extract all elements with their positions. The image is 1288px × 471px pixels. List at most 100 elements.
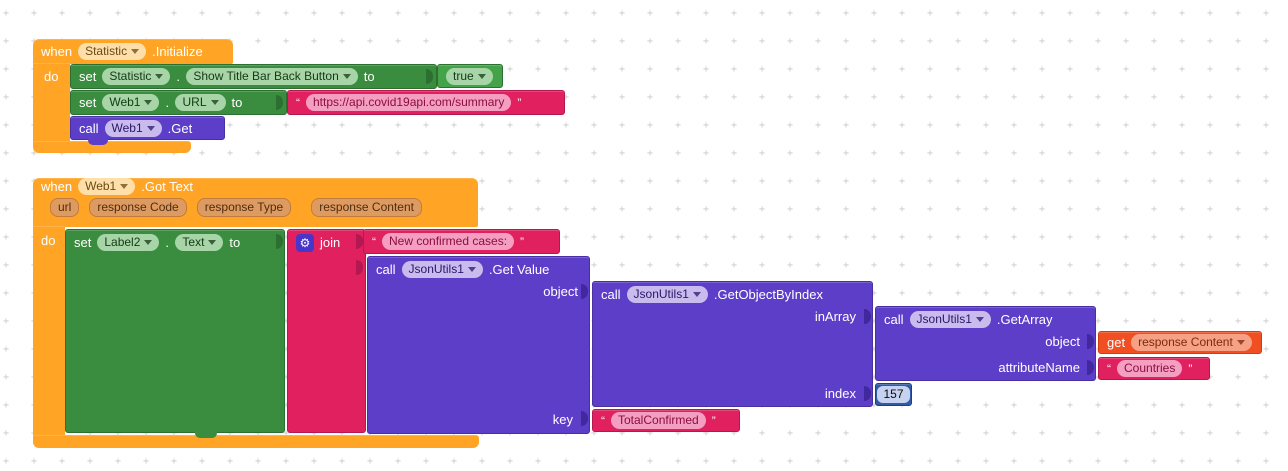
- dropdown-value: Label2: [104, 235, 141, 249]
- event-block-do-spine[interactable]: do: [33, 63, 70, 142]
- stack-connector-tab: [195, 431, 217, 438]
- set-keyword: set: [79, 69, 97, 84]
- text-string-new-confirmed-block[interactable]: “ New confirmed cases: ”: [363, 229, 560, 254]
- logic-true-block[interactable]: true: [437, 64, 503, 88]
- get-variable-block[interactable]: get response Content: [1098, 331, 1262, 354]
- close-quote: ”: [517, 95, 522, 110]
- dropdown-value: Web1: [85, 179, 117, 193]
- component-dropdown-web1[interactable]: Web1: [78, 178, 136, 195]
- socket-notch: [276, 234, 283, 249]
- dropdown-arrow-icon: [210, 100, 219, 105]
- event-name-label: .Initialize: [152, 44, 203, 59]
- event-param-url[interactable]: url: [50, 198, 80, 217]
- logic-value-dropdown[interactable]: true: [446, 67, 493, 85]
- text-string-url-block[interactable]: “ https://api.covid19api.com/summary ”: [287, 90, 565, 115]
- string-value[interactable]: Countries: [1117, 360, 1183, 377]
- arg-label-key: key: [552, 412, 573, 427]
- string-text: New confirmed cases:: [389, 234, 508, 248]
- socket-notch: [426, 69, 433, 84]
- component-dropdown-jsonutils1[interactable]: JsonUtils1: [401, 261, 483, 278]
- event-param-response-content[interactable]: response Content: [311, 198, 422, 217]
- event-block-footer[interactable]: [33, 435, 479, 448]
- call-getarray-block[interactable]: call JsonUtils1 .GetArray: [875, 306, 1096, 381]
- number-text: 157: [883, 387, 904, 401]
- string-value[interactable]: https://api.covid19api.com/summary: [306, 94, 512, 111]
- param-label: response Type: [204, 200, 284, 214]
- set-label2-text-block[interactable]: set Label2 . Text to: [65, 229, 285, 433]
- component-dropdown-statistic[interactable]: Statistic: [78, 43, 147, 60]
- set-showtitlebar-block[interactable]: set Statistic . Show Title Bar Back Butt…: [70, 64, 437, 89]
- param-label: url: [58, 200, 72, 214]
- dropdown-arrow-icon: [146, 125, 155, 131]
- method-name-label: .GetArray: [996, 312, 1053, 327]
- number-block-157[interactable]: 157: [875, 383, 912, 406]
- text-string-totalconfirmed-block[interactable]: “ TotalConfirmed ”: [592, 409, 740, 432]
- string-value[interactable]: New confirmed cases:: [382, 233, 515, 250]
- dropdown-value: Web1: [109, 95, 141, 109]
- dropdown-arrow-icon: [692, 292, 701, 297]
- stack-connector-tab: [88, 139, 108, 145]
- property-dropdown-showtitlebar[interactable]: Show Title Bar Back Button: [186, 68, 358, 85]
- dropdown-value: JsonUtils1: [633, 287, 689, 301]
- open-quote: “: [296, 95, 300, 110]
- call-web1-get-block[interactable]: call Web1 .Get: [70, 116, 225, 140]
- set-keyword: set: [74, 235, 92, 250]
- component-dropdown-web1[interactable]: Web1: [102, 94, 160, 111]
- event-block-web1-gottext[interactable]: when Web1 .Got Text url response Code re…: [33, 178, 478, 227]
- set-keyword: set: [79, 95, 97, 110]
- join-block[interactable]: ⚙ join: [287, 229, 366, 433]
- dropdown-arrow-icon: [131, 49, 140, 54]
- dropdown-arrow-icon: [467, 267, 476, 272]
- dropdown-value: Statistic: [109, 69, 152, 83]
- component-dropdown-statistic[interactable]: Statistic: [102, 68, 171, 85]
- property-dropdown-url[interactable]: URL: [175, 94, 226, 111]
- socket-notch: [1087, 360, 1094, 375]
- set-web1-url-block[interactable]: set Web1 . URL to: [70, 90, 287, 115]
- dropdown-value: true: [453, 68, 474, 83]
- socket-notch: [864, 386, 871, 401]
- number-value[interactable]: 157: [877, 386, 910, 403]
- dropdown-arrow-icon: [120, 184, 129, 189]
- mutator-gear-icon[interactable]: ⚙: [296, 233, 314, 252]
- arg-label-attributename: attributeName: [998, 360, 1080, 375]
- dropdown-value: response Content: [1138, 335, 1233, 349]
- event-param-response-code[interactable]: response Code: [89, 198, 187, 217]
- component-dropdown-jsonutils1[interactable]: JsonUtils1: [909, 311, 991, 328]
- dropdown-value: Show Title Bar Back Button: [193, 69, 339, 83]
- event-block-do-spine[interactable]: do: [33, 226, 65, 436]
- socket-notch: [864, 309, 871, 324]
- close-quote: ”: [711, 413, 716, 428]
- dot-separator: .: [176, 69, 180, 84]
- when-keyword: when: [41, 44, 73, 59]
- join-keyword: join: [320, 235, 341, 250]
- dropdown-value: URL: [182, 95, 207, 109]
- variable-dropdown-response-content[interactable]: response Content: [1131, 334, 1252, 351]
- event-param-response-type[interactable]: response Type: [196, 198, 292, 217]
- open-quote: “: [1107, 361, 1111, 376]
- open-quote: “: [372, 234, 376, 249]
- event-block-footer[interactable]: [33, 141, 191, 153]
- to-keyword: to: [229, 235, 241, 250]
- component-dropdown-label2[interactable]: Label2: [97, 234, 160, 251]
- string-text: https://api.covid19api.com/summary: [313, 95, 505, 109]
- dropdown-arrow-icon: [975, 317, 984, 322]
- dropdown-arrow-icon: [144, 100, 153, 105]
- component-dropdown-jsonutils1[interactable]: JsonUtils1: [626, 286, 708, 303]
- do-keyword: do: [41, 233, 56, 248]
- text-string-countries-block[interactable]: “ Countries ”: [1098, 357, 1210, 380]
- dropdown-value: Statistic: [85, 44, 128, 58]
- string-value[interactable]: TotalConfirmed: [611, 412, 706, 429]
- call-keyword: call: [884, 312, 904, 327]
- call-getvalue-block[interactable]: call JsonUtils1 .Get Value: [367, 256, 590, 434]
- method-name-label: .GetObjectByIndex: [713, 287, 823, 302]
- to-keyword: to: [231, 95, 243, 110]
- component-dropdown-web1[interactable]: Web1: [104, 119, 162, 137]
- property-dropdown-text[interactable]: Text: [175, 234, 224, 251]
- get-keyword: get: [1107, 335, 1126, 350]
- open-quote: “: [601, 413, 605, 428]
- event-block-statistic-initialize[interactable]: when Statistic .Initialize: [33, 39, 233, 64]
- param-label: response Code: [97, 200, 179, 214]
- dot-separator: .: [165, 95, 170, 110]
- call-getobjectbyindex-block[interactable]: call JsonUtils1 .GetObjectByIndex: [592, 281, 873, 407]
